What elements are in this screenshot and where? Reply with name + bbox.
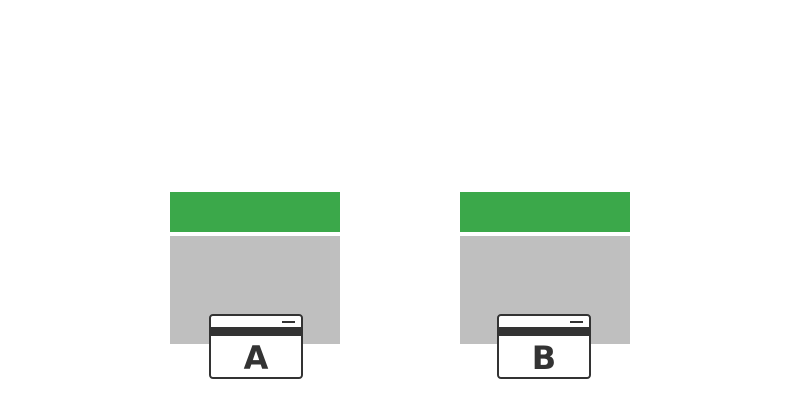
window-a-minimize-dash	[282, 321, 295, 323]
window-b-label: B	[531, 339, 557, 377]
panel-a	[170, 192, 340, 344]
window-b-minimize-dash	[570, 321, 583, 323]
window-b-title-bar	[499, 327, 589, 336]
window-a-title-bar	[211, 327, 301, 336]
window-b-icon: B	[497, 314, 591, 379]
panel-a-header	[170, 192, 340, 232]
panel-b-header	[460, 192, 630, 232]
window-a-icon: A	[209, 314, 303, 379]
window-a-label: A	[243, 339, 269, 377]
